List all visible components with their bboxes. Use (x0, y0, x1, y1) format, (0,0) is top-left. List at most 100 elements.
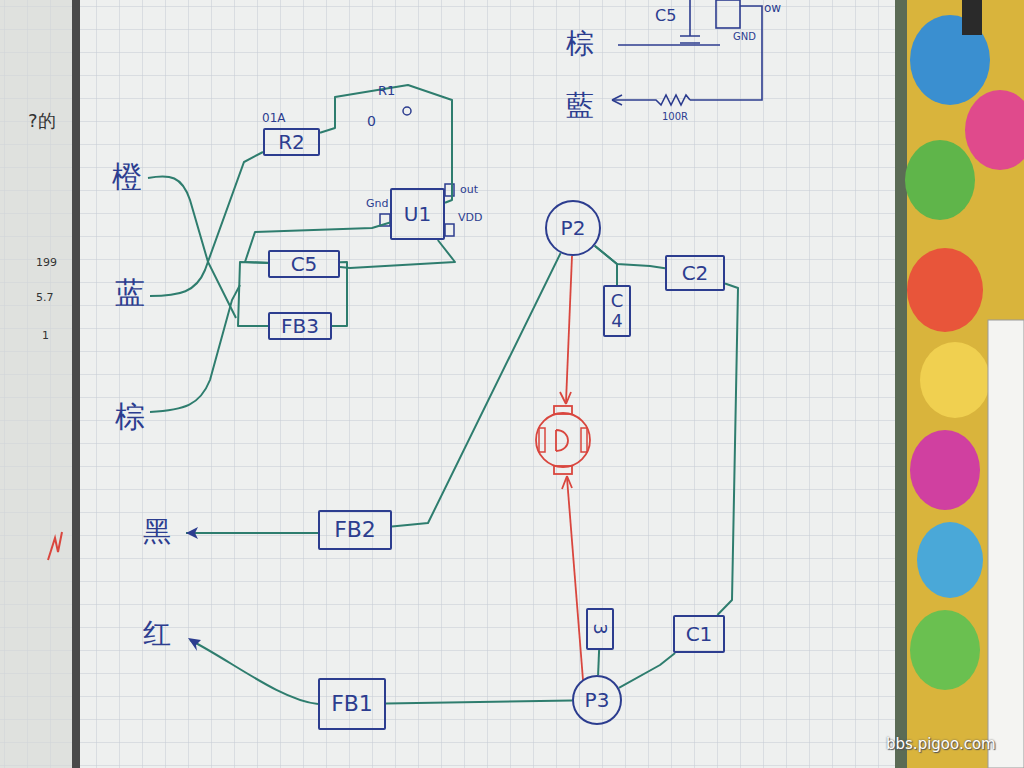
capacitor-box: C2 (665, 255, 725, 291)
margin-note: 199 (36, 257, 57, 268)
resistor-box: R2 (263, 128, 320, 156)
wire-connector (392, 253, 561, 526)
wire-colour: 棕 (115, 402, 145, 432)
margin-note: 1 (42, 330, 49, 341)
ic-symbol (716, 0, 740, 28)
ferrite-box: FB3 (268, 312, 332, 340)
wire (150, 285, 240, 412)
left-page-grid (0, 0, 72, 768)
wire (690, 6, 762, 100)
box-label: FB3 (281, 316, 319, 336)
wire-colour: 藍 (566, 92, 594, 120)
balloon (910, 430, 980, 510)
red-arrow (566, 256, 572, 402)
box-label: 3 (591, 623, 609, 634)
pin (445, 224, 454, 236)
wire (618, 44, 720, 46)
capacitor-box: C1 (673, 615, 725, 653)
watermark: bbs.pigoo.com (886, 737, 996, 752)
box-label: C5 (291, 254, 318, 274)
motor-terminal (539, 428, 545, 452)
box-label: C1 (686, 624, 713, 644)
wire (190, 640, 318, 704)
wire-connector (245, 223, 390, 263)
page-gutter (72, 0, 80, 768)
balloon (905, 140, 975, 220)
arrowhead (186, 527, 198, 539)
capacitor-box: 3 (586, 608, 614, 650)
resistor-value: 100R (662, 112, 688, 122)
box-label: C4 (608, 291, 626, 331)
wire-connector (238, 262, 268, 326)
wire-colour: 蓝 (115, 278, 145, 308)
circle-outline (546, 201, 600, 255)
balloon (910, 610, 980, 690)
resistor-symbol (612, 95, 690, 105)
box-label: FB2 (334, 519, 376, 541)
page-edge (895, 0, 907, 768)
wire (186, 532, 318, 534)
main-page (80, 0, 895, 768)
arrowhead (612, 95, 622, 105)
balloon (965, 90, 1024, 170)
arrowhead (560, 392, 571, 404)
wire-colour: 橙 (112, 162, 142, 192)
red-scribble (48, 532, 62, 560)
pin-name: VDD (458, 212, 482, 223)
ferrite-box: FB2 (318, 510, 392, 550)
wire-connector (595, 246, 617, 285)
pin-name: Gnd (366, 198, 388, 209)
margin-note: ?的 (28, 112, 56, 130)
ferrite-box: FB1 (318, 678, 386, 730)
balloon (920, 342, 990, 418)
box-label: P3 (585, 690, 610, 710)
main-page-grid (80, 0, 895, 768)
box-label: C2 (682, 263, 709, 283)
wire-connector (619, 653, 675, 688)
wire (150, 152, 263, 296)
arrowhead (188, 638, 201, 651)
motor-terminal (581, 428, 587, 452)
wire-colour: 红 (143, 620, 171, 648)
balloon (907, 248, 983, 332)
wire (148, 176, 236, 318)
box-label: R2 (278, 132, 305, 152)
box-label: P2 (561, 218, 586, 238)
wire-colour: 黑 (143, 518, 171, 546)
wire-connector (717, 284, 738, 616)
box-label: U1 (404, 204, 431, 224)
pad-circle: P3 (572, 675, 622, 725)
motor-mark (556, 430, 568, 451)
pin-name: GND (733, 32, 756, 42)
wire-colour: 棕 (566, 30, 594, 58)
part-value: 01A (262, 112, 285, 124)
box-label: FB1 (331, 693, 373, 715)
white-pen (988, 320, 1024, 768)
capacitor-box: C4 (603, 285, 631, 337)
left-page (0, 0, 72, 768)
capacitor-box: C5 (268, 250, 340, 278)
wire-connector (320, 85, 452, 203)
pad-circle: P2 (545, 200, 601, 256)
pin-name: ow (764, 2, 781, 14)
wire-connector (598, 650, 599, 675)
wire-connector (386, 700, 572, 703)
pad (403, 107, 411, 115)
part-name: C5 (655, 8, 676, 24)
circle-outline (573, 676, 621, 724)
ic-box: U1 (390, 188, 445, 240)
part-name: R1 (378, 84, 395, 97)
balloon (917, 522, 983, 598)
margin-note: 5.7 (36, 292, 54, 303)
red-arrow (567, 478, 583, 680)
pad-mark: 0 (367, 114, 376, 128)
arrowhead (562, 476, 572, 489)
capacitor-symbol (680, 0, 700, 43)
motor-symbol (536, 413, 590, 467)
pin-name: out (460, 184, 478, 195)
wire-connector (340, 240, 455, 268)
wire-connector (595, 246, 665, 269)
